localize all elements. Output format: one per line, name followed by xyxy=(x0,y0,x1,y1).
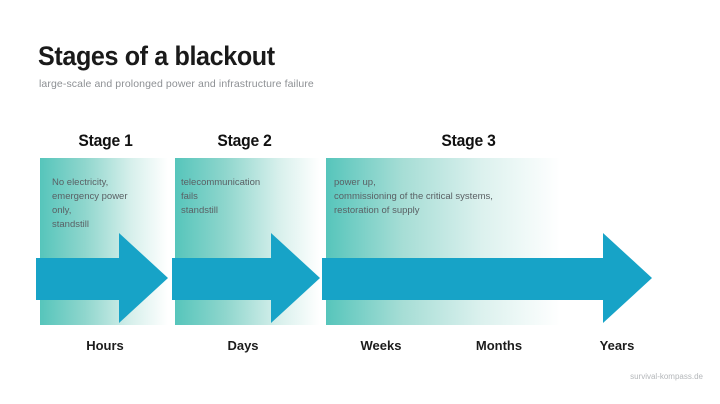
stage-3-description: power up, commissioning of the critical … xyxy=(334,177,493,216)
stage-3-arrow-icon xyxy=(322,228,652,328)
timeline-label-days: Days xyxy=(227,338,259,353)
stage-1-description: No electricity, emergency power only, st… xyxy=(52,177,128,230)
stage-2-heading: Stage 2 xyxy=(217,131,272,150)
timeline-label-months: Months xyxy=(475,338,523,353)
stage-1-heading: Stage 1 xyxy=(78,131,133,150)
stage-2-arrow-icon xyxy=(172,228,320,328)
stage-1-arrow-icon xyxy=(36,228,168,328)
stage-3-heading: Stage 3 xyxy=(441,131,496,150)
page-subtitle: large-scale and prolonged power and infr… xyxy=(39,78,314,90)
timeline-label-weeks: Weeks xyxy=(360,338,402,353)
timeline-label-hours: Hours xyxy=(86,338,124,353)
timeline-label-years: Years xyxy=(599,338,635,353)
stage-2-description: telecommunication fails standstill xyxy=(181,177,261,216)
source-credit: survival-kompass.de xyxy=(630,372,703,381)
page-title: Stages of a blackout xyxy=(38,41,275,71)
